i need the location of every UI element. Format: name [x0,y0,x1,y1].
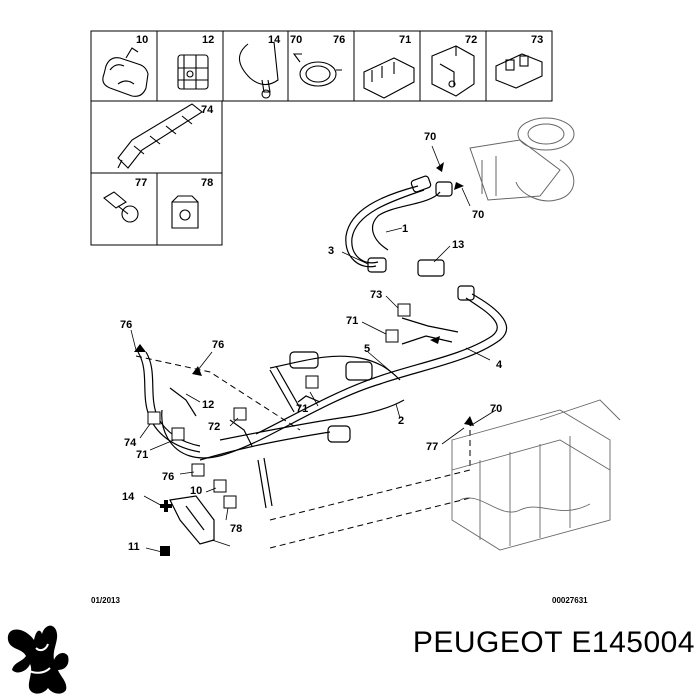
holder-73-sketch [495,53,543,89]
bracket-11 [169,495,215,545]
peugeot-lion-logo [7,625,69,694]
nut-symbol [160,546,170,556]
footer-date: 01/2013 [91,596,120,605]
callout-76-right: 70 [490,403,502,415]
grid-label-77: 77 [135,177,147,189]
grid-label-76: 76 [333,34,345,46]
grid-label-72: 72 [465,34,477,46]
callout-labels: 70 70 1 13 3 73 71 4 76 76 5 12 71 2 72 … [120,131,503,553]
clip-10-sketch [102,47,149,97]
clip-74-sketch [117,103,203,169]
dashed-frame [135,355,471,549]
brand-name: PEUGEOT [412,626,563,659]
grid-label-70: 70 [290,34,302,46]
callout-4: 4 [496,359,503,371]
grid-label-73: 73 [531,34,543,46]
callout-5: 5 [364,343,370,355]
bracket-72-sketch [431,45,475,97]
callout-71-d: 76 [162,471,174,483]
pipe-4 [161,293,508,459]
callout-72: 74 [124,437,137,449]
callout-76-left: 76 [120,319,132,331]
callout-3: 3 [328,245,334,257]
bolt-77-sketch [103,191,139,223]
callout-2: 2 [398,415,404,427]
clip-markers [169,317,459,447]
nut-78-sketch [171,195,199,229]
grid-labels: 10 12 14 70 76 71 72 73 74 77 78 [135,34,543,189]
callout-76-mid: 76 [212,339,224,351]
pipe-1 [345,185,419,268]
grid-label-10: 10 [136,34,148,46]
pipe-2 [219,399,405,441]
strap-14-sketch [238,41,279,99]
grid-label-12: 12 [202,34,214,46]
grid-label-14: 14 [268,34,281,46]
callout-71-c: 72 [208,421,220,433]
callout-70-lower: 77 [426,441,438,453]
square-markers [147,303,411,509]
callout-12: 12 [202,399,214,411]
callout-71-b: 71 [296,403,308,415]
pointer-markers [134,162,474,426]
brand-part-number-line: PEUGEOT E145004 [345,626,695,660]
callout-77: 14 [122,491,135,503]
legend-symbols [160,500,172,556]
footer-ref: 00027631 [552,596,588,605]
connector-12-sketch [177,54,209,90]
part-number: E145004 [571,626,695,659]
grid-label-78: 78 [201,177,213,189]
part-sketches [102,41,543,229]
callout-71-a: 71 [346,315,358,327]
engine-block-sketch [451,399,621,551]
pipe-assembly [137,175,508,545]
callout-14: 10 [190,485,202,497]
callout-73: 73 [370,289,382,301]
parts-grid [90,30,553,246]
engine-top-sketch [469,117,575,202]
callout-1: 1 [402,223,408,235]
callout-78: 11 [128,541,140,553]
bolt-symbol [160,500,172,512]
callout-74: 71 [136,449,148,461]
callout-13: 13 [452,239,464,251]
callout-10: 78 [230,523,242,535]
callout-leaders [130,145,497,553]
callout-70-right: 70 [472,209,484,221]
grid-label-71: 71 [399,34,411,46]
callout-70-top: 70 [424,131,436,143]
holder-71-sketch [363,57,415,99]
grid-label-74: 74 [201,104,214,116]
clamp-70-76-sketch [292,53,342,87]
